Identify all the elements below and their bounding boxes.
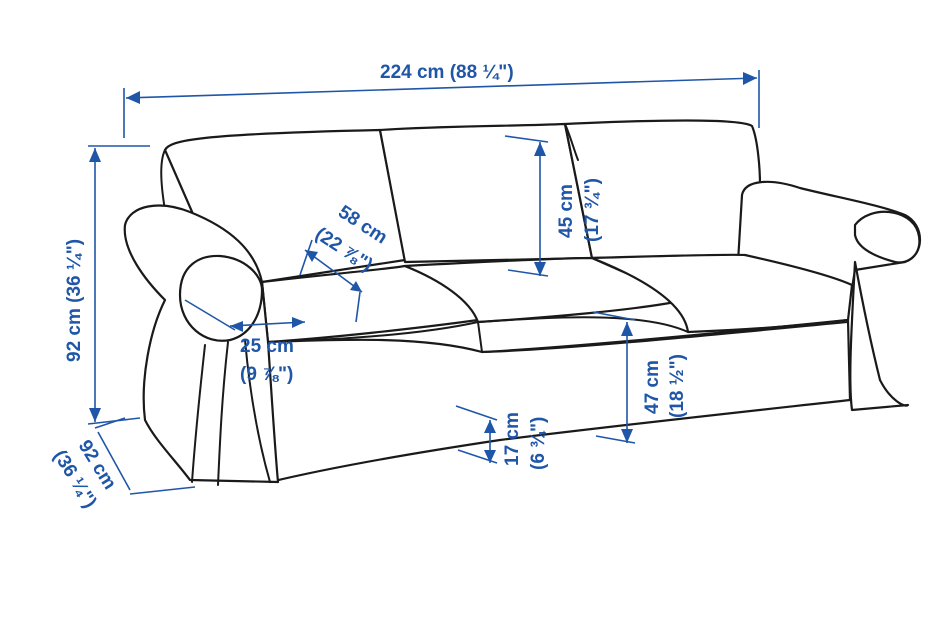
right-arm-skirt — [849, 260, 910, 412]
sofa-drawing — [123, 119, 921, 486]
clearance-label-in: (6 ¾") — [528, 417, 549, 470]
back-cushion-right — [563, 119, 762, 260]
back-height-label-in: (17 ¾") — [582, 178, 603, 242]
total-width-label: 224 cm (88 ¼") — [380, 62, 514, 83]
arm-width-label-cm: 25 cm — [240, 336, 294, 357]
clearance-label-cm: 17 cm — [502, 412, 523, 466]
back-height-label-cm: 45 cm — [556, 184, 577, 238]
seat-height-label-cm: 47 cm — [642, 360, 663, 414]
right-arm-roll — [853, 210, 921, 264]
total-height-label: 92 cm (36 ¼") — [64, 239, 85, 362]
front-skirt — [266, 318, 852, 484]
left-arm-roll — [178, 254, 264, 342]
arm-width-label-in: (9 ⅞") — [240, 364, 293, 385]
seat-height-label-in: (18 ½") — [667, 354, 688, 418]
dimension-lines — [87, 70, 760, 495]
